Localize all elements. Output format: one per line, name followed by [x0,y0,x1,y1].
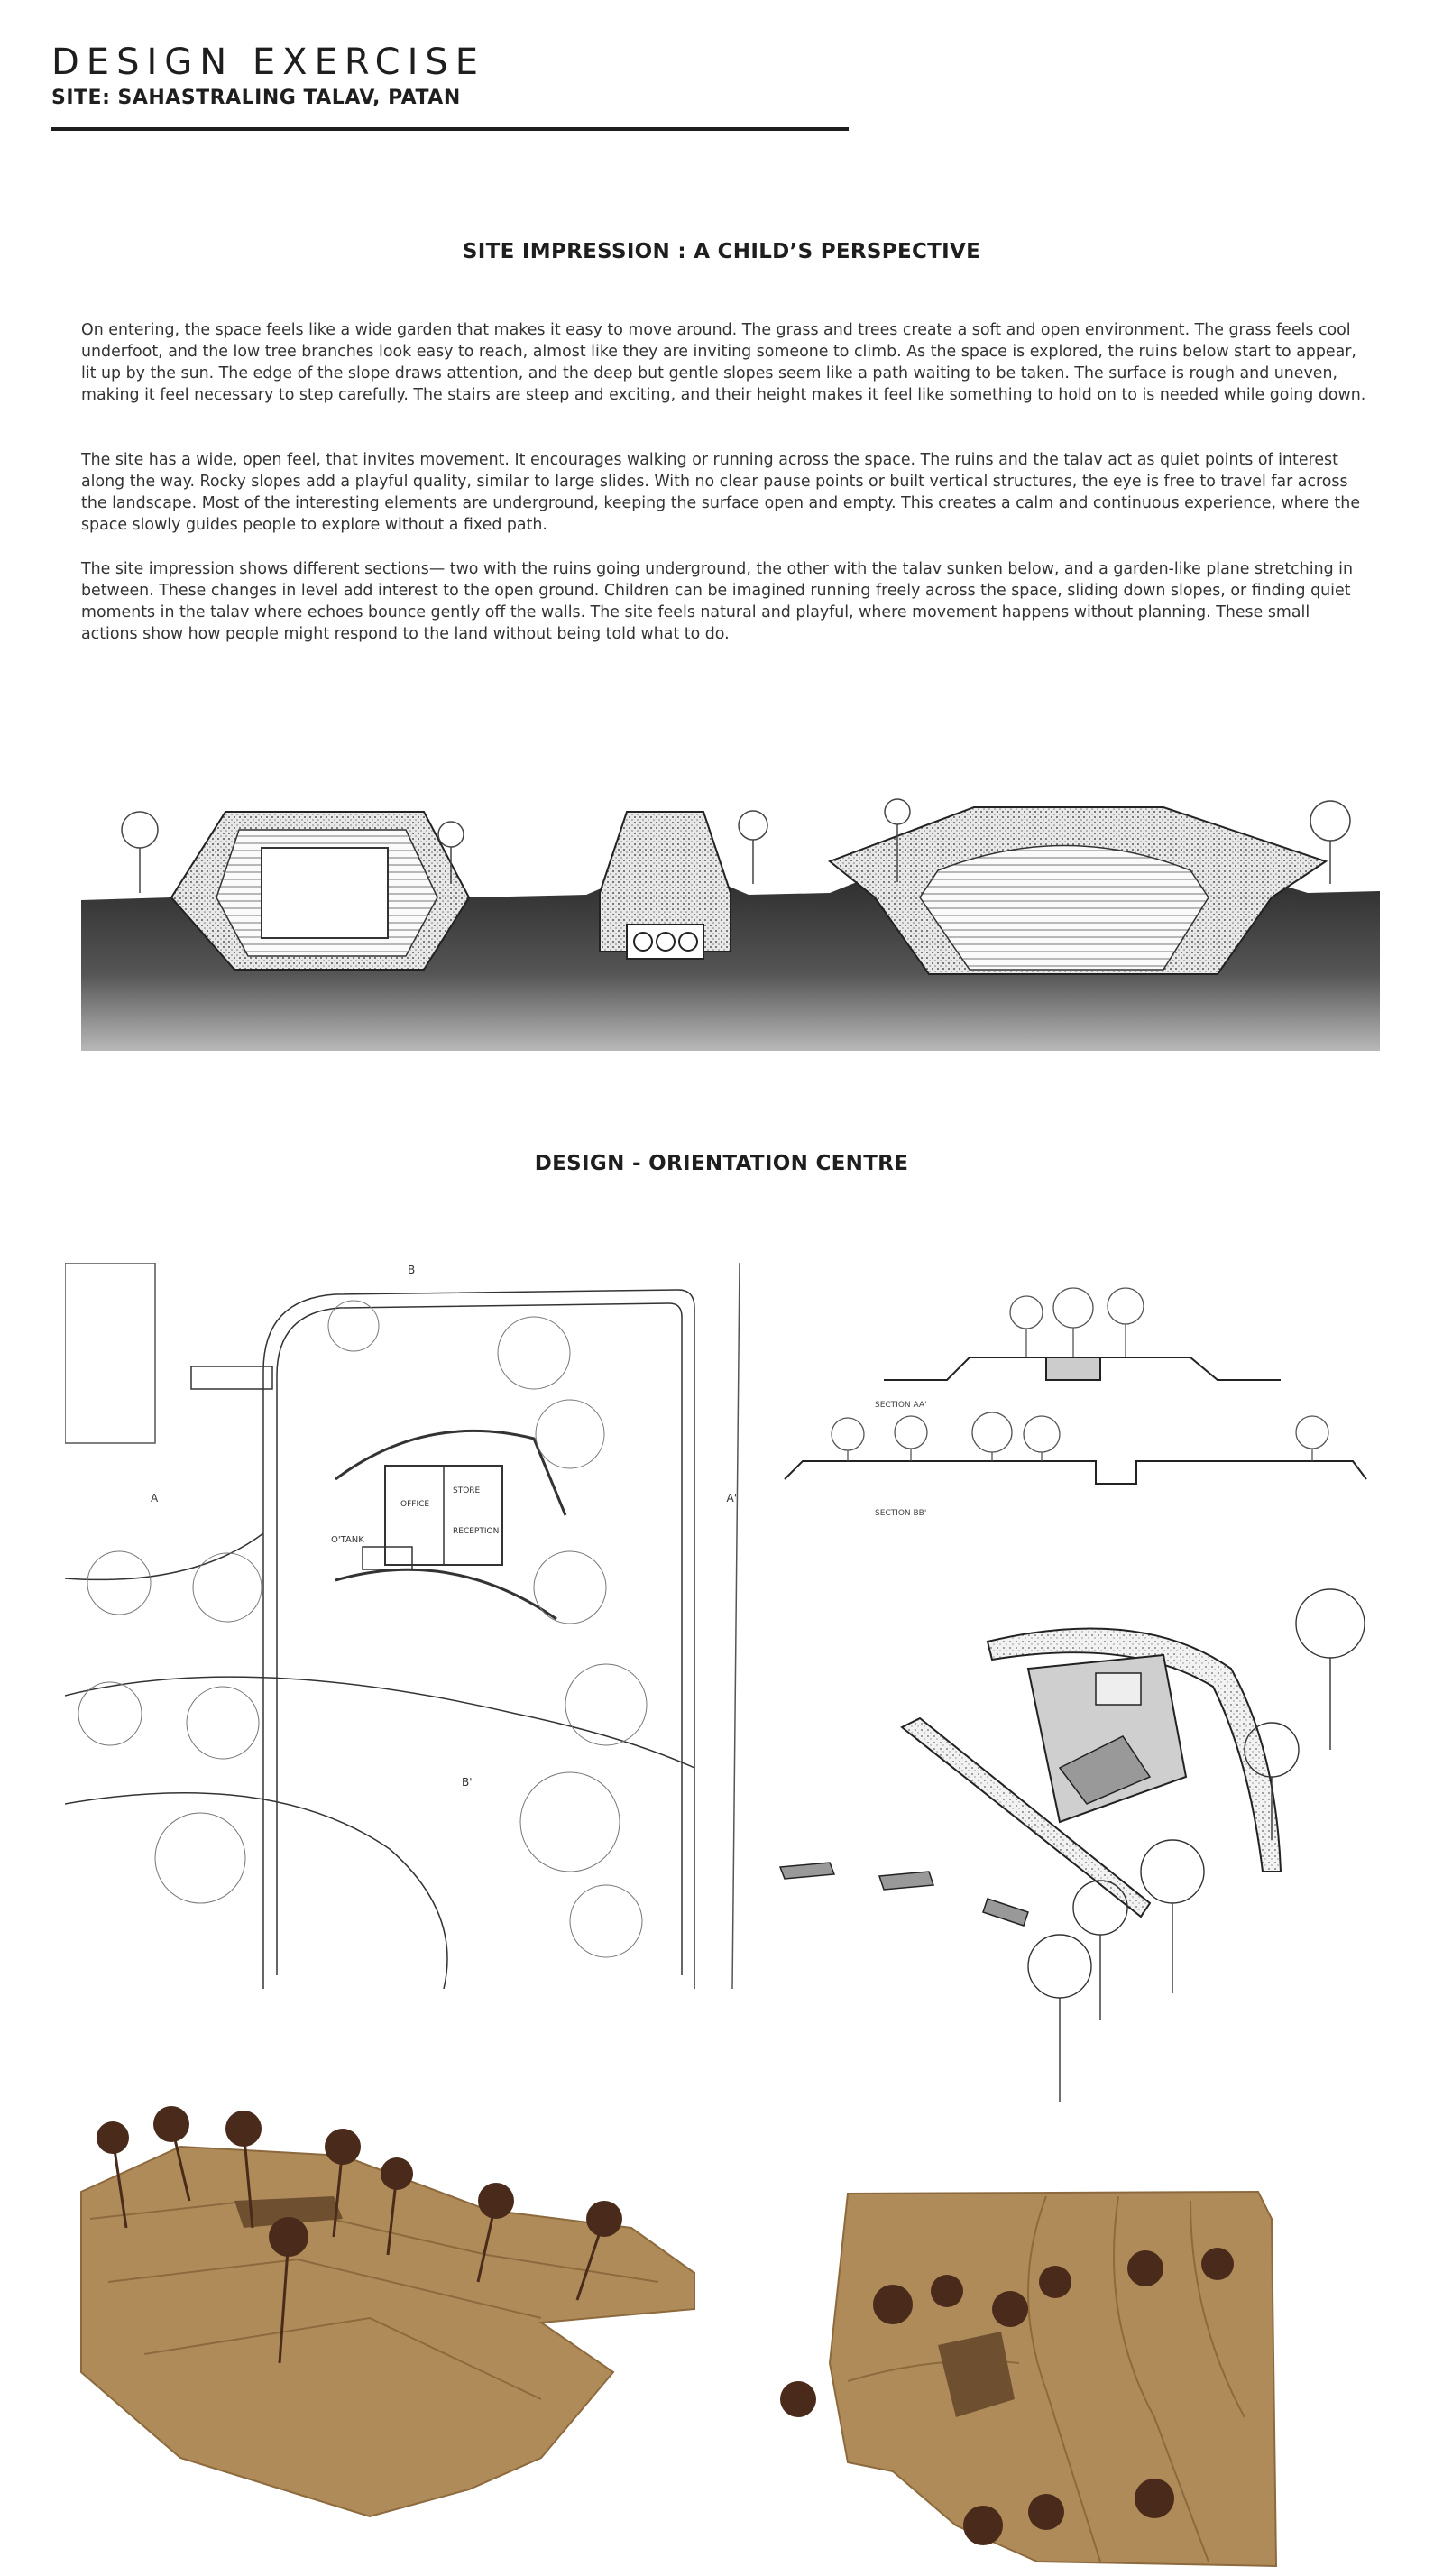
plan-room-office: OFFICE [400,1500,429,1509]
plan-label-b: B [408,1264,415,1276]
site-plan-drawing: A A' B B' OFFICE STORE RECEPTION O'TANK [65,1263,740,1989]
impression-paragraph-2: The site has a wide, open feel, that inv… [81,451,1361,534]
plan-label-a-prime: A' [726,1492,737,1504]
sections-aa-bb-drawing: SECTION AA' SECTION BB' [776,1281,1407,1524]
plan-room-store: STORE [453,1486,481,1495]
design-heading: DESIGN - ORIENTATION CENTRE [534,1152,909,1175]
plan-room-reception: RECEPTION [453,1527,499,1536]
plan-label-b-prime: B' [462,1776,473,1789]
site-section-drawing [81,794,1380,1051]
title-underline [51,127,849,131]
impression-paragraph-3: The site impression shows different sect… [81,560,1354,643]
impression-heading: SITE IMPRESSION : A CHILD’S PERSPECTIVE [462,240,981,263]
cardboard-model-photo-2 [776,2183,1308,2571]
cardboard-model-photo-1 [72,2102,703,2535]
section-aa-label: SECTION AA' [875,1401,927,1410]
plan-label-a: A [151,1492,159,1504]
site-subtitle: SITE: SAHASTRALING TALAV, PATAN [51,87,461,109]
page-title: DESIGN EXERCISE [51,41,486,83]
axonometric-drawing [762,1569,1407,2120]
plan-open-area: O'TANK [331,1535,364,1545]
section-bb-label: SECTION BB' [875,1509,926,1518]
impression-paragraph-1: On entering, the space feels like a wide… [81,321,1366,404]
